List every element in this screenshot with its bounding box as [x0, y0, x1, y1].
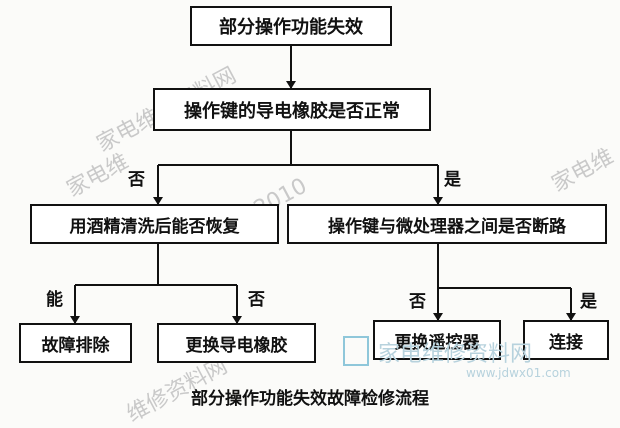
edge-label-yes: 是	[444, 170, 461, 190]
node-connect: 连接	[523, 320, 609, 360]
node-replace-conductive-rubber: 更换导电橡胶	[157, 323, 316, 363]
edge-label-no: 否	[409, 292, 426, 312]
edge-label-no: 否	[128, 170, 145, 190]
watermark-brand: 家电维修资料网	[378, 342, 533, 367]
node-check-key-to-mcu-open-circuit: 操作键与微处理器之间是否断路	[287, 204, 607, 244]
edge-label-can: 能	[46, 290, 63, 310]
node-clean-with-alcohol: 用酒精清洗后能否恢复	[30, 204, 279, 244]
watermark-url: www.jdwx01.com	[466, 366, 571, 380]
logo-icon	[343, 336, 369, 366]
node-replace-remote: 更换遥控器	[373, 320, 501, 360]
edge-label-no: 否	[248, 290, 265, 310]
flowchart: 家电维修资料网 家电维 2010 家电维 维修资料网	[19, 6, 618, 427]
node-fault-cleared: 故障排除	[19, 323, 132, 363]
node-check-conductive-rubber: 操作键的导电橡胶是否正常	[153, 88, 431, 131]
connector-lines	[70, 44, 576, 324]
node-partial-function-failure: 部分操作功能失效	[190, 6, 392, 46]
edge-label-yes: 是	[580, 292, 597, 312]
figure-caption: 部分操作功能失效故障检修流程	[191, 389, 429, 409]
